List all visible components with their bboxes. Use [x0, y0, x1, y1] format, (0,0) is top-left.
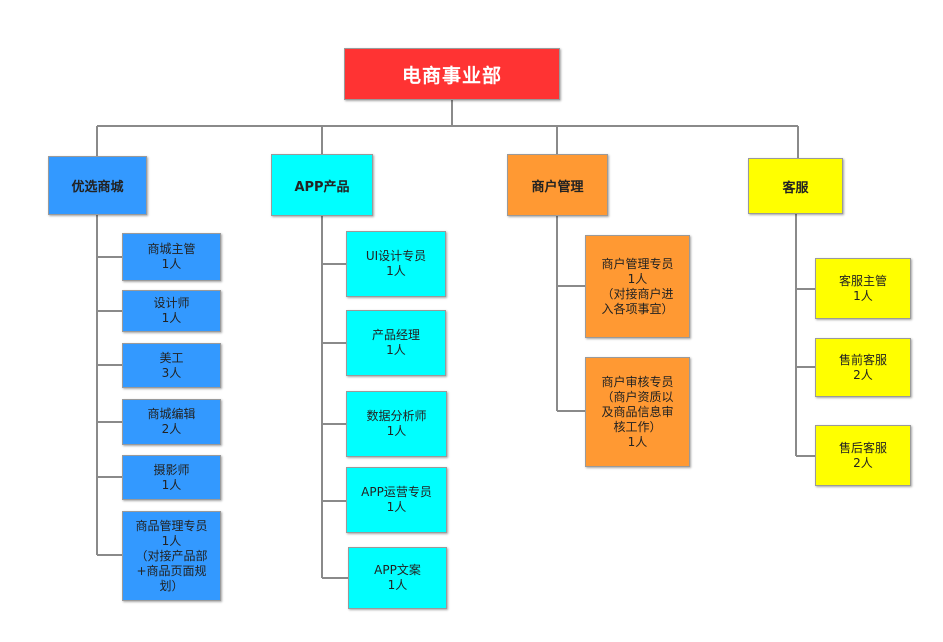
- role-title: 商城主管: [147, 242, 196, 256]
- role-title: 数据分析师: [366, 409, 427, 423]
- role-aftersales-cs: 售后客服 2人: [815, 425, 911, 486]
- role-count: 1人: [627, 271, 648, 286]
- role-count: 1人: [161, 533, 182, 548]
- role-app-operations: APP运营专员 1人: [346, 467, 447, 533]
- role-count: 1人: [161, 477, 182, 492]
- dept-label: 客服: [782, 180, 809, 196]
- role-note: （商户资质以: [601, 389, 674, 404]
- role-title: 美工: [159, 350, 184, 365]
- role-title: 商城编辑: [147, 407, 196, 421]
- role-count: 2人: [853, 455, 873, 470]
- root-title: 电商事业部: [401, 64, 502, 87]
- role-count: 1人: [161, 311, 182, 325]
- role-title: 商品管理专员: [135, 518, 208, 533]
- role-title: 售前客服: [838, 352, 887, 367]
- role-title: APP文案: [374, 563, 421, 577]
- role-title: 产品经理: [371, 328, 420, 342]
- role-data-analyst: 数据分析师 1人: [346, 391, 447, 457]
- role-artist: 美工 3人: [122, 343, 221, 388]
- role-count: 2人: [853, 367, 873, 382]
- role-title: APP运营专员: [361, 485, 432, 499]
- role-note: （对接商户进: [601, 286, 674, 301]
- role-product-manager: 产品经理 1人: [346, 310, 446, 376]
- role-note: 核工作）: [613, 419, 662, 434]
- role-mall-manager: 商城主管 1人: [122, 233, 221, 281]
- role-note: 入各项事宜）: [601, 301, 674, 316]
- dept-label: 商户管理: [531, 179, 584, 195]
- role-note: （对接产品部: [135, 548, 208, 563]
- role-designer: 设计师 1人: [122, 290, 221, 332]
- role-count: 1人: [386, 264, 406, 278]
- role-ui-designer: UI设计专员 1人: [346, 231, 446, 297]
- role-title: UI设计专员: [365, 249, 427, 263]
- dept-label: 优选商城: [71, 180, 124, 195]
- role-count: 1人: [627, 434, 648, 449]
- role-title: 客服主管: [838, 273, 887, 288]
- role-merchant-review-specialist: 商户审核专员 （商户资质以 及商品信息审 核工作） 1人: [585, 357, 690, 467]
- role-count: 1人: [386, 424, 407, 438]
- role-note: 及商品信息审: [601, 404, 674, 419]
- dept-youxuan-mall: 优选商城: [48, 156, 147, 215]
- role-count: 1人: [161, 257, 182, 271]
- role-note: +商品页面规: [136, 563, 207, 578]
- root-node: 电商事业部: [344, 48, 560, 100]
- role-count: 1人: [387, 578, 408, 592]
- role-title: 摄影师: [153, 462, 190, 477]
- dept-app-product: APP产品: [271, 154, 373, 216]
- role-product-management-specialist: 商品管理专员 1人 （对接产品部 +商品页面规 划）: [122, 511, 221, 601]
- role-count: 1人: [386, 500, 407, 514]
- role-count: 1人: [386, 343, 406, 357]
- role-photographer: 摄影师 1人: [122, 455, 221, 500]
- role-title: 商户管理专员: [601, 256, 674, 271]
- role-title: 设计师: [153, 296, 190, 310]
- role-mall-editor: 商城编辑 2人: [122, 399, 221, 445]
- role-title: 售后客服: [838, 440, 887, 455]
- role-count: 1人: [853, 288, 873, 303]
- role-title: 商户审核专员: [601, 374, 674, 389]
- dept-merchant-management: 商户管理: [507, 154, 608, 216]
- role-app-copywriter: APP文案 1人: [348, 547, 447, 609]
- dept-label: APP产品: [294, 179, 350, 195]
- role-note: 划）: [159, 578, 184, 593]
- role-cs-manager: 客服主管 1人: [815, 258, 911, 319]
- role-merchant-management-specialist: 商户管理专员 1人 （对接商户进 入各项事宜）: [585, 235, 690, 338]
- role-presales-cs: 售前客服 2人: [815, 338, 911, 397]
- role-count: 3人: [161, 365, 182, 380]
- role-count: 2人: [161, 422, 182, 436]
- dept-customer-service: 客服: [748, 158, 843, 214]
